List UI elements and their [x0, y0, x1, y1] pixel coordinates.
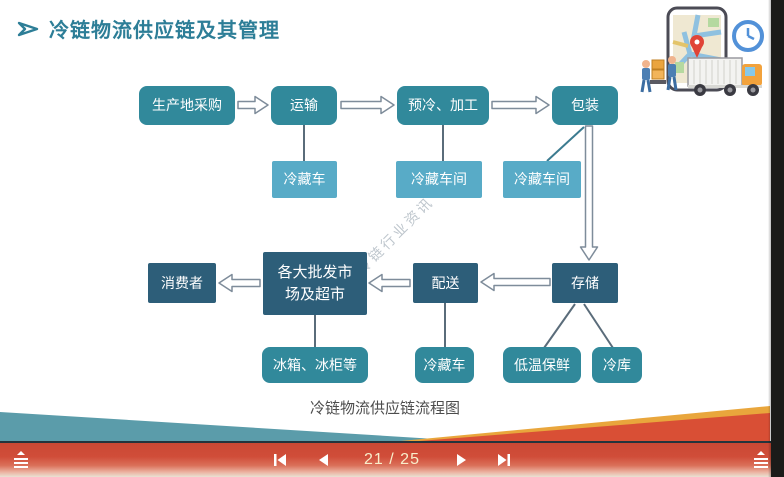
flow-node-cold-storage: 冷库 — [592, 347, 642, 383]
next-icon — [456, 454, 466, 466]
phone-map-icon — [666, 6, 728, 92]
connector-line — [583, 303, 614, 349]
right-edge-shadow — [768, 0, 771, 477]
page-indicator: 21 / 25 — [364, 451, 420, 468]
navigation-bar: 21 / 25 — [0, 441, 784, 477]
block-arrow-right — [340, 95, 395, 115]
truck-icon — [687, 57, 762, 96]
flow-node-refrigerated-truck-bottom: 冷藏车 — [415, 347, 474, 383]
connector-line — [543, 303, 576, 349]
previous-page-button[interactable] — [315, 452, 331, 468]
block-arrow-right — [237, 95, 269, 115]
menu-right-button[interactable] — [753, 449, 769, 469]
flow-node-packaging: 包装 — [552, 86, 618, 125]
arrow-bullet-icon — [17, 21, 39, 36]
flow-node-precooling: 预冷、加工 — [397, 86, 489, 125]
block-arrow-left — [480, 272, 551, 292]
flow-node-fridge-freezer: 冰箱、冰柜等 — [262, 347, 368, 383]
flow-node-consumer: 消费者 — [148, 263, 216, 303]
block-arrow-left — [218, 273, 261, 293]
diagram-caption: 冷链物流供应链流程图 — [309, 400, 460, 417]
logistics-illustration — [638, 2, 768, 107]
skip-end-icon — [498, 454, 510, 466]
flow-node-storage: 存储 — [552, 263, 618, 303]
flow-node-transport: 运输 — [271, 86, 337, 125]
previous-icon — [318, 454, 328, 466]
right-dark-border — [771, 0, 784, 477]
flow-node-delivery: 配送 — [413, 263, 478, 303]
flow-node-refrigerated-truck-top: 冷藏车 — [272, 161, 337, 198]
menu-icon — [14, 451, 28, 468]
block-arrow-left — [368, 273, 411, 293]
workers-icon — [640, 56, 678, 93]
menu-left-button[interactable] — [13, 449, 29, 469]
slide-title: 冷链物流供应链及其管理 — [49, 20, 280, 42]
connector-line — [546, 126, 585, 162]
last-page-button[interactable] — [496, 452, 512, 468]
flow-node-low-temp-fresh: 低温保鲜 — [503, 347, 581, 383]
block-arrow-right — [491, 95, 550, 115]
page-controls: 21 / 25 — [272, 449, 512, 471]
flow-node-wholesale-market: 各大批发市场及超市 — [263, 252, 367, 315]
clock-icon — [732, 20, 764, 52]
flow-node-cold-workshop-1: 冷藏车间 — [396, 161, 482, 198]
menu-icon — [754, 451, 768, 468]
next-page-button[interactable] — [454, 452, 470, 468]
slide-title-row: 冷链物流供应链及其管理 — [16, 14, 280, 43]
flow-node-purchase: 生产地采购 — [139, 86, 235, 125]
flow-node-cold-workshop-2: 冷藏车间 — [503, 161, 581, 198]
block-arrow-down — [579, 125, 599, 261]
first-page-button[interactable] — [272, 452, 288, 468]
skip-start-icon — [274, 454, 286, 466]
